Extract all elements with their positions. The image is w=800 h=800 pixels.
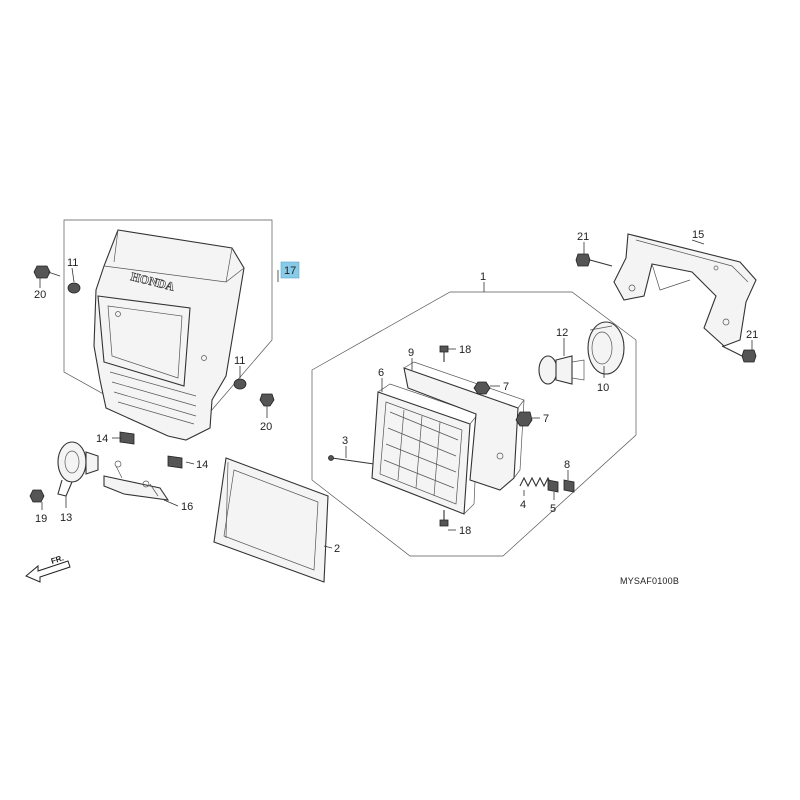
part-label-5[interactable]: 5 (550, 503, 556, 515)
part-label-11-left[interactable]: 11 (67, 257, 78, 269)
headlight-cowl[interactable]: HONDA (93, 229, 245, 441)
screw-18-bottom[interactable] (439, 510, 449, 527)
part-label-14-upper[interactable]: 14 (96, 433, 108, 445)
part-label-18-top[interactable]: 18 (459, 344, 471, 356)
part-labels: 1 2 3 4 5 6 7 7 8 9 10 11 11 12 13 14 14… (34, 229, 758, 555)
part-label-1[interactable]: 1 (480, 271, 486, 283)
grommet-11-right[interactable] (233, 378, 247, 390)
nut-5[interactable] (547, 479, 559, 493)
bolt-20-left[interactable] (33, 265, 61, 279)
headlight-bracket[interactable] (613, 233, 757, 347)
nut-7-lower[interactable] (515, 411, 533, 427)
rubber-14-lower[interactable] (167, 455, 183, 469)
part-label-20-right[interactable]: 20 (260, 421, 272, 433)
clip-8[interactable] (563, 479, 575, 493)
part-label-10[interactable]: 10 (597, 382, 609, 394)
part-label-13[interactable]: 13 (60, 512, 72, 524)
bulb-socket-cover[interactable] (587, 321, 625, 375)
front-arrow-icon (25, 560, 71, 583)
headlight-bulb[interactable] (538, 355, 585, 385)
part-label-16[interactable]: 16 (181, 501, 193, 513)
headlight-unit-group-outline (311, 291, 637, 557)
part-label-11-right[interactable]: 11 (234, 355, 245, 367)
bolt-21-upper[interactable] (575, 253, 613, 267)
part-label-21-upper[interactable]: 21 (577, 231, 589, 243)
grommet-11-left[interactable] (67, 282, 81, 294)
bolt-21-lower[interactable] (721, 345, 757, 363)
part-label-15[interactable]: 15 (692, 229, 704, 241)
part-label-3[interactable]: 3 (342, 435, 348, 447)
part-label-2[interactable]: 2 (334, 543, 340, 555)
part-17-highlight-box (280, 261, 300, 279)
screw-18-top[interactable] (439, 345, 449, 362)
horn[interactable] (57, 441, 99, 497)
part-label-6[interactable]: 6 (378, 367, 384, 379)
spring[interactable] (519, 476, 553, 488)
part-label-21-lower[interactable]: 21 (746, 329, 758, 341)
part-label-7-lower[interactable]: 7 (543, 413, 549, 425)
rubber-14-upper[interactable] (119, 431, 135, 445)
bolt-20-right[interactable] (259, 393, 275, 418)
part-label-17-highlighted[interactable]: 17 (280, 261, 300, 279)
part-label-18-bottom[interactable]: 18 (459, 525, 471, 537)
part-label-12[interactable]: 12 (556, 327, 568, 339)
diagram-code: MYSAF0100B (620, 576, 679, 586)
nut-19[interactable] (29, 489, 45, 503)
part-label-20-left[interactable]: 20 (34, 289, 46, 301)
part-label-7-upper[interactable]: 7 (503, 381, 509, 393)
headlight-rim[interactable] (213, 457, 329, 583)
cowl-group-outline (63, 219, 273, 441)
part-label-14-lower[interactable]: 14 (196, 459, 208, 471)
part-label-17: 17 (284, 265, 296, 277)
front-label: FR. (50, 553, 65, 566)
part-label-19[interactable]: 19 (35, 513, 47, 525)
front-direction-indicator: FR. (25, 553, 71, 583)
part-label-4[interactable]: 4 (520, 499, 526, 511)
headlight-lens[interactable] (371, 383, 479, 515)
part-label-8[interactable]: 8 (564, 459, 570, 471)
nut-7-upper[interactable] (473, 381, 491, 395)
horn-bracket[interactable] (103, 460, 170, 501)
leader-lines (39, 239, 753, 549)
adjusting-screw[interactable] (328, 455, 375, 465)
part-label-9[interactable]: 9 (408, 347, 414, 359)
